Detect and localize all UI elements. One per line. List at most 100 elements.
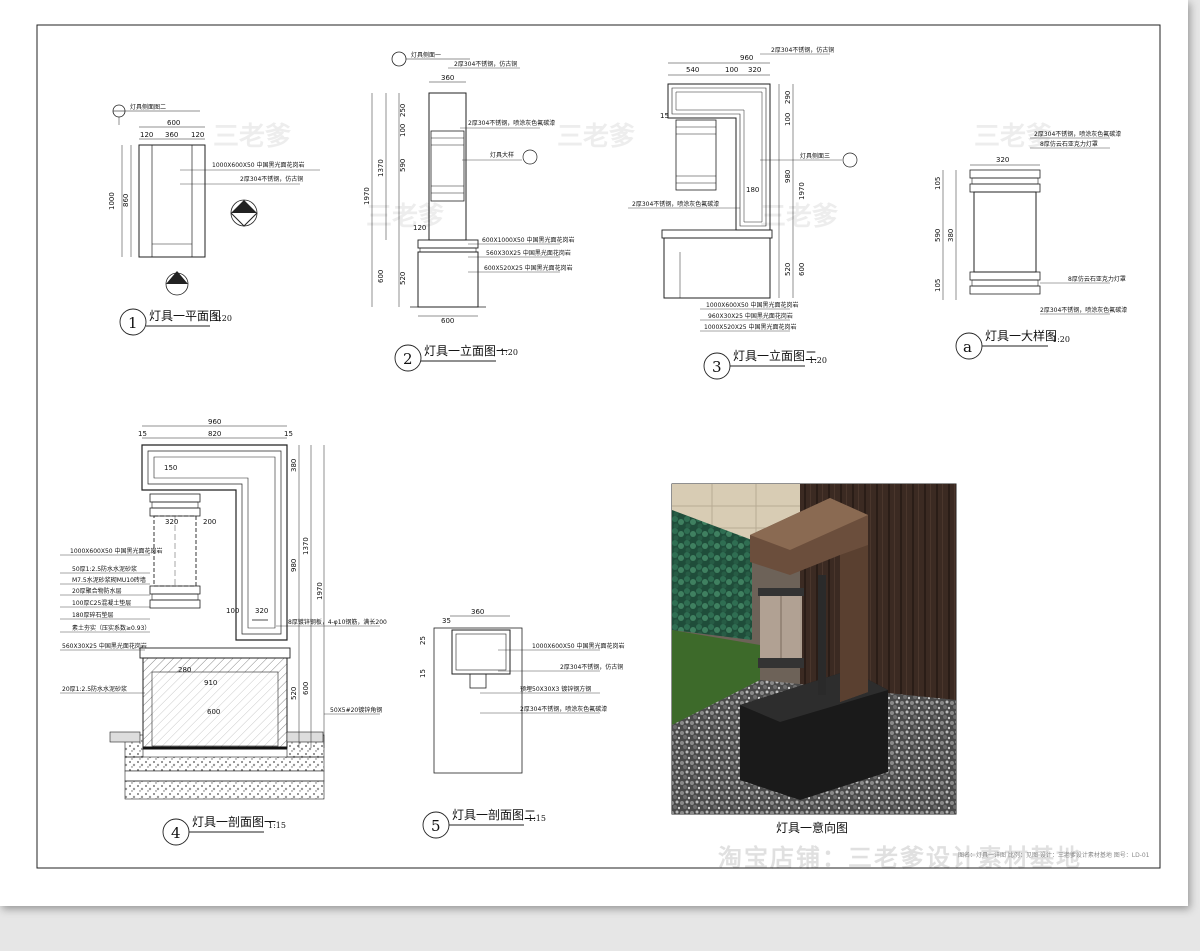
sec2-dim-25: 25 (419, 636, 427, 645)
elev2-dim-520: 520 (784, 263, 792, 276)
elev1-dim-250: 250 (399, 104, 407, 117)
elev1-dim-100: 100 (399, 124, 407, 137)
watermark-3: 三老爹 (974, 122, 1052, 152)
sec1-dim-15b: 15 (284, 430, 293, 438)
elev1-dim-120: 120 (413, 224, 426, 232)
sec1-dim-280: 280 (178, 666, 191, 674)
sec1-dim-820: 820 (208, 430, 221, 438)
render-image: 灯具一意向图 (671, 483, 957, 835)
elev1-dim-1370: 1370 (377, 159, 385, 177)
sec1-dim-150: 150 (164, 464, 177, 472)
elev1-dim-360: 360 (441, 74, 454, 82)
detailA-num: a (963, 338, 972, 356)
elev2-dim-15: 15 (660, 112, 669, 120)
elev2-note-4: 960X30X25 中国黑光面花岗岩 (708, 312, 793, 320)
drawing-sheet: 灯具侧面图二 600 120 360 120 1000 860 1000X600… (0, 0, 1188, 906)
sec2-note-3: 2厚304不锈钢，喷涂灰色氟碳漆 (520, 705, 607, 713)
elev1-note-5: 600X520X25 中国黑光面花岗岩 (484, 264, 573, 272)
plan-title: 灯具一平面图 (149, 309, 221, 323)
elev2-base (663, 237, 771, 299)
plan-outline (138, 144, 206, 258)
elev1-dim-520: 520 (399, 272, 407, 285)
elev1-dim-w600: 600 (441, 317, 454, 325)
elev2-dim-960: 960 (740, 54, 753, 62)
sec1-note-1: 50厚1:2.5防水水泥砂浆 (72, 565, 137, 573)
elev1-dim-600: 600 (377, 270, 385, 283)
sec1-dim-980: 980 (290, 559, 298, 572)
elev1-dim-590: 590 (399, 159, 407, 172)
elev2-dim-320: 320 (748, 66, 761, 74)
sec1-scale: 1:15 (268, 821, 286, 830)
elev2-dim-540: 540 (686, 66, 699, 74)
detailA-scale: 1:20 (1052, 335, 1070, 344)
elev2-num: 3 (712, 358, 722, 376)
elev2-dim-600: 600 (798, 263, 806, 276)
detailA-shade (973, 191, 1037, 273)
sec1-note-3: 20厚聚合物防水层 (72, 587, 122, 595)
sec2-num: 5 (431, 817, 441, 835)
plan-note-0: 1000X600X50 中国黑光面花岗岩 (212, 161, 305, 169)
sec2-dim-360: 360 (471, 608, 484, 616)
elev2-title: 灯具一立面图二 (733, 348, 817, 363)
plan-ref-label: 灯具侧面图二 (130, 103, 166, 111)
watermark-5: 三老爹 (760, 202, 838, 232)
section-view-1: 960 820 15 15 280 910 600 150 320 (60, 418, 387, 846)
detailA-dim-105b: 105 (934, 279, 942, 292)
sec2-dim-35: 35 (442, 617, 451, 625)
plan-dim-120a: 120 (140, 131, 153, 139)
sec1-dim-200: 200 (203, 518, 216, 526)
sec1-dim-600b: 600 (207, 708, 220, 716)
sec1-note-6: 素土夯实（压实系数≥0.93） (72, 624, 150, 632)
elev1-note-4: 560X30X25 中国黑光面花岗岩 (486, 249, 571, 257)
elev2-note-3: 1000X600X50 中国黑光面花岗岩 (706, 301, 799, 309)
sec1-note-2: M7.5水泥砂浆砌MU10砖墙 (72, 576, 146, 584)
elev1-ref: 灯具侧面一 (411, 51, 441, 59)
sec2-outline (433, 627, 523, 774)
elev2-dim-980: 980 (784, 170, 792, 183)
sec1-note-7: 560X30X25 中国黑光面花岗岩 (62, 642, 147, 650)
sec1-dim-1370: 1370 (302, 537, 310, 555)
sec1-dim-1970: 1970 (316, 582, 324, 600)
detail-view-a: 320 105 590 380 105 2厚304不锈钢，喷涂灰色氟碳漆 8厚仿… (934, 130, 1127, 360)
plan-scale: 1:20 (214, 314, 232, 323)
elev2-note-2: 2厚304不锈钢，喷涂灰色氟碳漆 (632, 200, 719, 208)
elev1-num: 2 (403, 350, 413, 368)
sec1-l-frame (141, 444, 288, 641)
elev1-note-1: 2厚304不锈钢，喷涂灰色氟碳漆 (468, 119, 555, 127)
elev2-dim-100: 100 (725, 66, 738, 74)
sec2-dim-15: 15 (419, 669, 427, 678)
detailA-dim-380: 380 (947, 229, 955, 242)
elev1-dim-1970: 1970 (363, 187, 371, 205)
elev1-base (417, 251, 479, 308)
elev1-note-2: 灯具大样 (490, 151, 514, 159)
sec1-note-8: 20厚1:2.5防水水泥砂浆 (62, 685, 127, 693)
drawing-frame (36, 24, 1161, 869)
elev2-scale: 1:20 (809, 356, 827, 365)
detailA-note-0: 2厚304不锈钢，喷涂灰色氟碳漆 (1034, 130, 1121, 138)
sec2-title: 灯具一剖面图二 (452, 808, 536, 822)
detailA-note-3: 2厚304不锈钢，喷涂灰色氟碳漆 (1040, 306, 1127, 314)
sec1-dim-960: 960 (208, 418, 221, 426)
shop-watermark: 淘宝店铺：三老爹设计素材基地 (718, 844, 1082, 872)
sec1-note-5: 180厚碎石垫层 (72, 611, 113, 619)
render-lamp-body (750, 498, 868, 702)
elev2-dim-180: 180 (746, 186, 759, 194)
plan-dim-120b: 120 (191, 131, 204, 139)
elev2-dim-290: 290 (784, 91, 792, 104)
detailA-note-1: 8厚仿云石亚克力灯罩 (1040, 140, 1098, 148)
sec1-dim-320b: 320 (255, 607, 268, 615)
elev1-note-0: 2厚304不锈钢，仿古铜 (454, 60, 517, 68)
plan-dim-360: 360 (165, 131, 178, 139)
render-caption: 灯具一意向图 (776, 820, 848, 835)
plan-title-bubble (119, 308, 147, 336)
sec1-num: 4 (171, 824, 181, 842)
elev1-note-3: 600X1000X50 中国黑光面花岗岩 (482, 236, 575, 244)
detailA-title: 灯具一大样图 (985, 328, 1057, 343)
detailA-dim-105a: 105 (934, 177, 942, 190)
elevation-view-2: 960 540 100 320 2厚304不锈钢，仿古铜 290 100 980… (628, 46, 858, 380)
sec1-dim-600: 600 (302, 682, 310, 695)
cad-drawing-canvas: 灯具侧面图二 600 120 360 120 1000 860 1000X600… (36, 24, 1161, 872)
elev2-note-5: 1000X520X25 中国黑光面花岗岩 (704, 323, 797, 331)
sec1-dim-100: 100 (226, 607, 239, 615)
plan-dim-600: 600 (167, 119, 180, 127)
